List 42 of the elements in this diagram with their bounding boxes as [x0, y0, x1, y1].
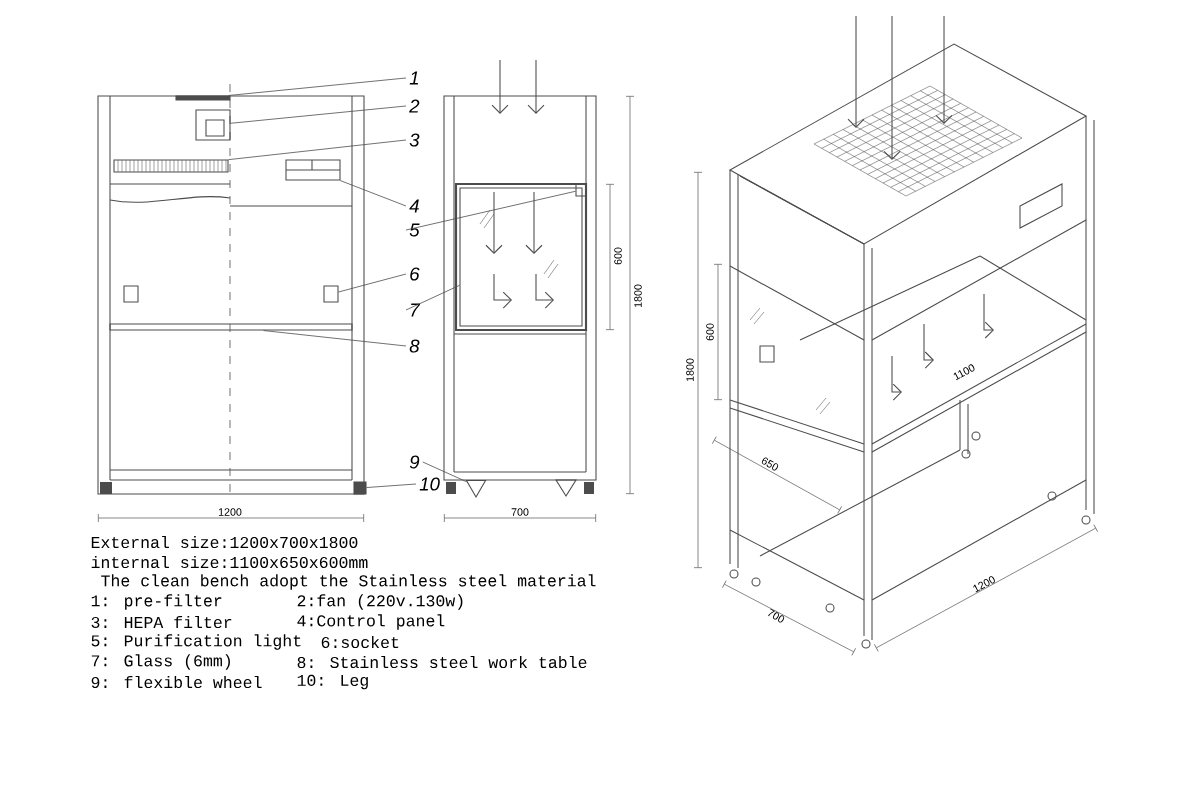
- note-text: 1: pre-filter: [91, 594, 222, 610]
- leader-line: [228, 77, 407, 96]
- note-text: 4:Control panel: [297, 614, 445, 630]
- callout-number: 4: [409, 199, 419, 213]
- control-panel: [285, 159, 341, 181]
- leader-line: [228, 139, 407, 161]
- leader-line: [366, 483, 417, 488]
- fan-box: [195, 109, 231, 141]
- callout-number: 6: [410, 267, 420, 281]
- callout-number: 1: [409, 71, 418, 85]
- leader-line: [230, 105, 407, 124]
- note-text: internal size:1100x650x600mm: [91, 555, 368, 569]
- callout-number: 9: [409, 455, 420, 469]
- callout-number: 5: [409, 223, 420, 237]
- callout-number: 7: [411, 303, 421, 317]
- note-text: 8: Stainless steel work table: [297, 655, 587, 669]
- leg: [353, 481, 367, 495]
- note-text: 3: HEPA filter: [91, 615, 232, 629]
- leader-line: [263, 330, 407, 347]
- note-text: The clean bench adopt the Stainless steel material: [101, 574, 596, 590]
- lamp: [575, 183, 587, 197]
- leader-line: [405, 190, 576, 231]
- note-text: 7: Glass (6mm): [91, 654, 230, 670]
- leader-line: [405, 284, 460, 311]
- filter-bar: [175, 95, 231, 101]
- leader-line: [422, 461, 467, 483]
- callout-number: 8: [409, 339, 420, 353]
- note-text: 9: flexible wheel: [91, 675, 262, 689]
- glass-window: [459, 187, 583, 327]
- callout-number: 10: [419, 477, 440, 491]
- callout-number: 2: [409, 99, 420, 113]
- socket: [323, 285, 339, 303]
- note-text: External size:1200x700x1800: [91, 535, 358, 549]
- leader-line: [339, 180, 407, 207]
- leader-line: [338, 273, 407, 293]
- note-text: 5: Purification light: [91, 634, 301, 650]
- callout-number: 3: [409, 133, 420, 147]
- note-text: 6:socket: [321, 635, 399, 649]
- work-table: [109, 323, 353, 331]
- note-text: 10: Leg: [297, 674, 368, 690]
- note-text: 2:fan (220v.130w): [297, 594, 463, 610]
- filter-panel: [113, 159, 229, 173]
